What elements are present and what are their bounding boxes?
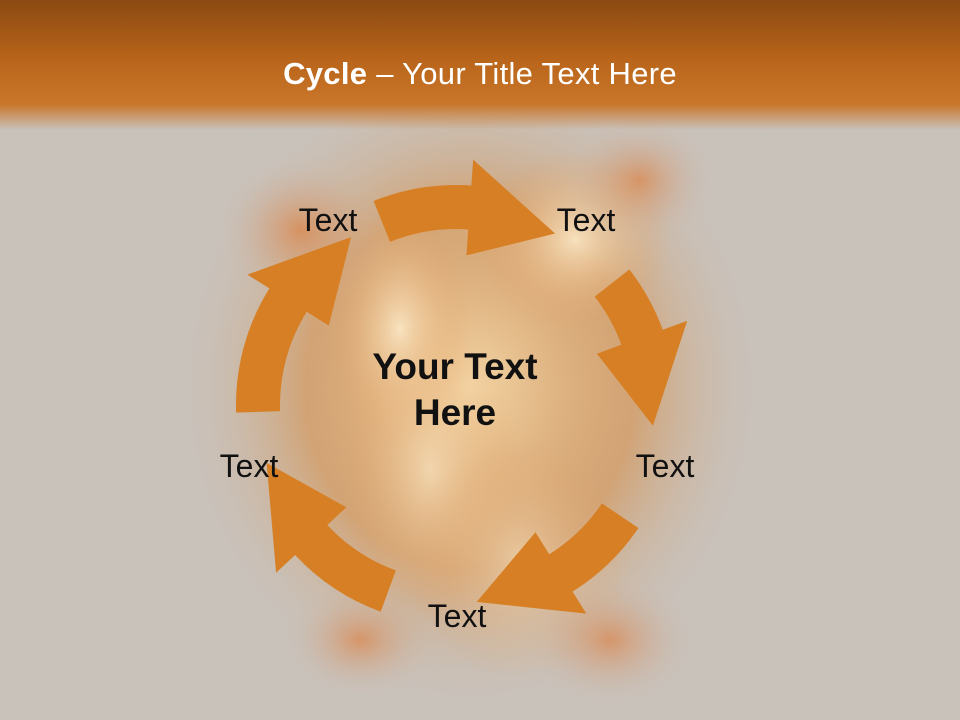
title-rest: – Your Title Text Here — [367, 56, 677, 91]
node-label-4: Text — [427, 598, 487, 634]
cycle-arrow-2 — [594, 269, 688, 426]
center-text: Your Text Here — [330, 344, 580, 436]
node-label-2: Text — [556, 202, 616, 238]
node-label-5: Text — [219, 448, 279, 484]
center-text-line1: Your Text — [372, 346, 538, 387]
header-band — [0, 0, 960, 130]
node-label-1: Text — [298, 202, 358, 238]
title-bold: Cycle — [283, 56, 368, 91]
cycle-arrow-4 — [266, 462, 396, 612]
node-label-3: Text — [635, 448, 695, 484]
slide-title: Cycle – Your Title Text Here — [0, 56, 960, 92]
center-text-line2: Here — [413, 392, 497, 433]
cycle-arrow-1 — [373, 159, 555, 256]
cycle-arrow-5 — [236, 237, 352, 413]
cycle-arrow-3 — [476, 503, 639, 614]
